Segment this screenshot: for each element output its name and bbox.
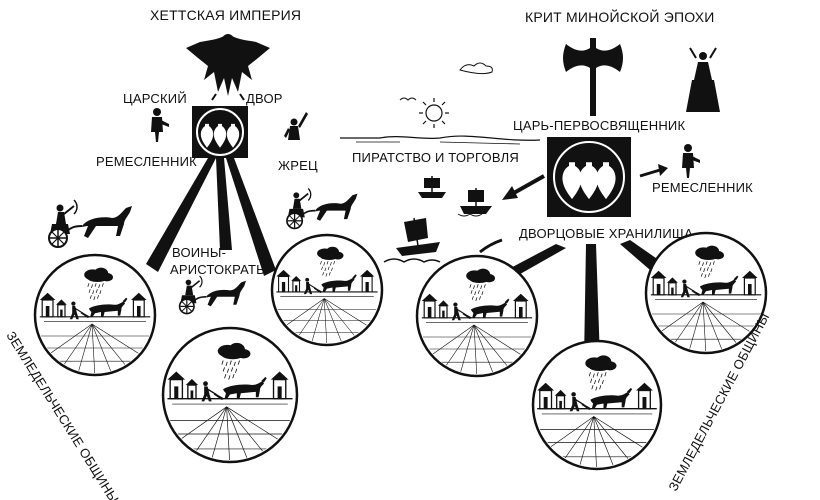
eagle-icon (186, 34, 270, 101)
dolphin-icon (479, 238, 503, 254)
hittite-title: ХЕТТСКАЯ ИМПЕРИЯ (150, 7, 301, 23)
royal-court-label-right: ДВОР (246, 91, 283, 106)
trade-arrow (511, 174, 545, 196)
crete-craftsman-icon (682, 144, 700, 178)
ship-icon-3 (383, 217, 441, 263)
warriors-label-line1: ВОИНЫ- (172, 245, 226, 260)
craftsman-icon (151, 108, 169, 142)
hittite-community-2 (161, 326, 299, 464)
coastline (340, 135, 541, 141)
craftsman-arrow (658, 164, 668, 176)
chariot-icon-right (286, 187, 359, 230)
crete-storehouse (547, 137, 631, 217)
piracy-trade-label: ПИРАТСТВО И ТОРГОВЛЯ (352, 150, 519, 165)
snake-goddess-icon (686, 47, 720, 112)
chariot-icon-center (178, 275, 247, 315)
crete-community-1 (415, 254, 539, 378)
ship-icon-2 (457, 188, 492, 217)
crete-craftsman-label: РЕМЕСЛЕННИК (652, 180, 753, 195)
hittite-community-1 (33, 253, 157, 377)
hittite-connectors (146, 158, 276, 276)
bird-icon (399, 97, 417, 101)
crete-community-2 (531, 339, 663, 471)
cloud-icon (459, 62, 493, 75)
hittite-community-3 (270, 233, 384, 347)
royal-court-label-left: ЦАРСКИЙ (123, 91, 187, 106)
double-axe-icon (563, 38, 623, 116)
sun-icon (419, 98, 449, 128)
priest-icon (284, 112, 308, 140)
crete-title: КРИТ МИНОЙСКОЙ ЭПОХИ (525, 8, 715, 25)
storehouses-label: ДВОРЦОВЫЕ ХРАНИЛИЩА (519, 226, 693, 241)
crete-community-3 (644, 231, 768, 355)
ship-icon-1 (418, 176, 446, 198)
warriors-label-line2: АРИСТОКРАТЫ (170, 262, 268, 277)
chariot-icon-left (48, 199, 133, 248)
hittite-storehouse (192, 106, 248, 158)
king-priest-label: ЦАРЬ-ПЕРВОСВЯЩЕННИК (513, 118, 685, 133)
priest-label: ЖРЕЦ (278, 158, 318, 173)
hittite-craftsman-label: РЕМЕСЛЕННИК (96, 154, 197, 169)
